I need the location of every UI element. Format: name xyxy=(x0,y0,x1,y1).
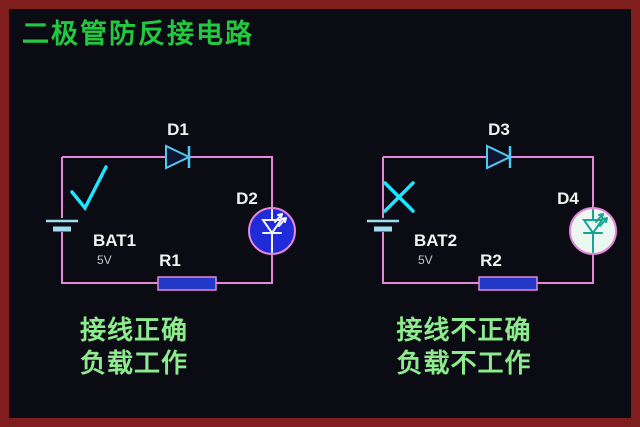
wire-loop xyxy=(61,156,273,284)
battery-voltage-label: 5V xyxy=(97,253,112,267)
diode-designator-label: D1 xyxy=(167,120,189,139)
battery-designator-label: BAT1 xyxy=(93,231,136,250)
caption-right: 接线不正确 负载不工作 xyxy=(350,314,578,380)
right-circuit: D3 D4 BAT2 5V R2 xyxy=(367,120,617,291)
led-designator-label: D4 xyxy=(557,189,579,208)
diode-symbol xyxy=(486,144,513,170)
battery-symbol xyxy=(46,219,78,232)
resistor-symbol xyxy=(157,276,217,291)
led-symbol xyxy=(569,207,617,255)
battery-designator-label: BAT2 xyxy=(414,231,457,250)
cross-icon xyxy=(383,181,415,213)
led-glyph xyxy=(582,209,608,253)
led-glyph xyxy=(261,209,287,253)
battery-voltage-label: 5V xyxy=(418,253,433,267)
diode-triangle xyxy=(165,144,192,170)
caption-line: 负载工作 xyxy=(79,348,188,378)
wire-loop xyxy=(382,156,594,284)
check-icon xyxy=(70,165,108,212)
diode-triangle xyxy=(486,144,513,170)
resistor-symbol xyxy=(478,276,538,291)
caption-line: 接线正确 xyxy=(79,315,188,345)
led-designator-label: D2 xyxy=(236,189,258,208)
caption-left: 接线正确 负载工作 xyxy=(28,314,240,380)
diode-designator-label: D3 xyxy=(488,120,510,139)
battery-symbol xyxy=(367,219,399,232)
led-symbol xyxy=(248,207,296,255)
left-circuit: D1 D2 BAT1 5V R1 xyxy=(46,120,296,291)
caption-line: 负载不工作 xyxy=(396,348,532,378)
page-title: 二极管防反接电路 xyxy=(22,19,254,49)
diode-symbol xyxy=(165,144,192,170)
resistor-designator-label: R1 xyxy=(159,251,181,270)
resistor-designator-label: R2 xyxy=(480,251,502,270)
caption-line: 接线不正确 xyxy=(396,315,532,345)
